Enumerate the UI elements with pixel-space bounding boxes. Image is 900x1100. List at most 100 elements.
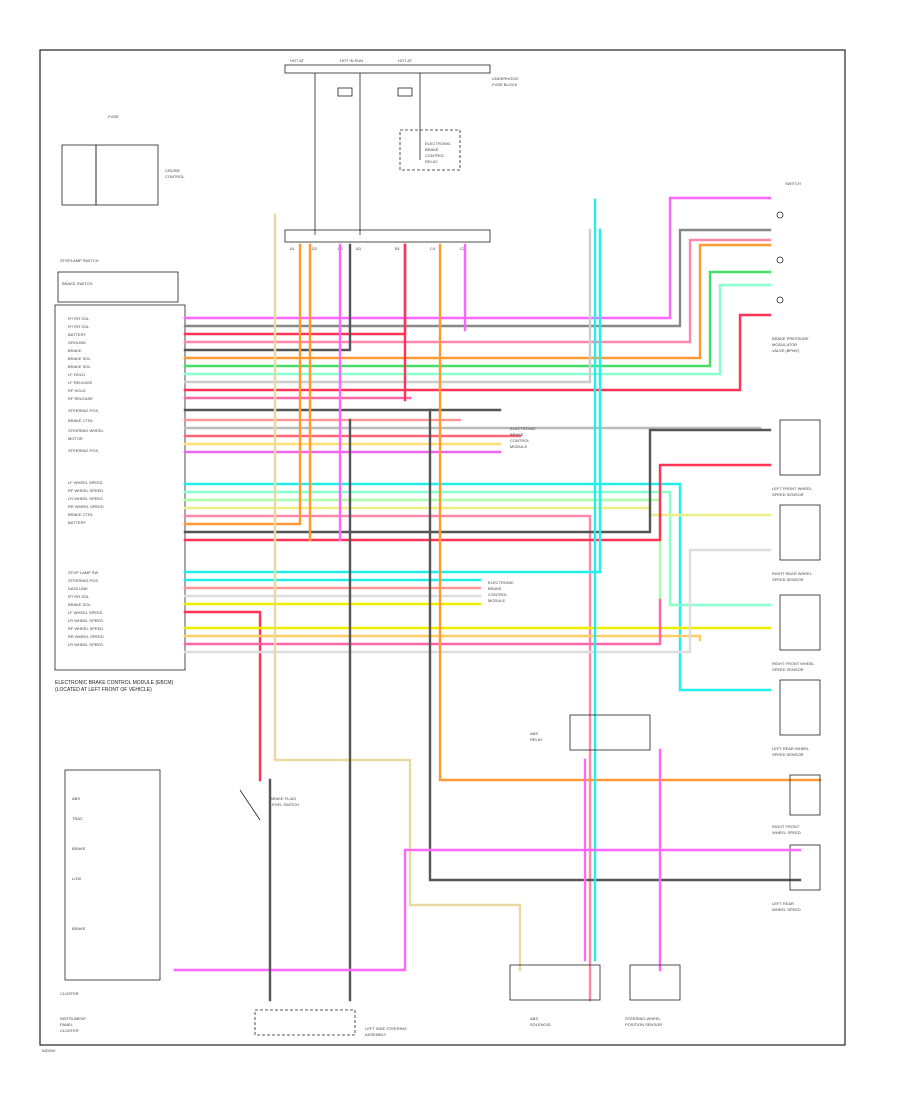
svg-text:UNDERHOOD: UNDERHOOD: [492, 76, 518, 81]
diagram-border: [39, 49, 846, 1046]
svg-text:RIGHT FRONT WHEEL: RIGHT FRONT WHEEL: [772, 661, 815, 666]
svg-text:DATA LINK: DATA LINK: [68, 586, 88, 591]
svg-text:BRAKE: BRAKE: [72, 846, 86, 851]
svg-text:STEERING POS: STEERING POS: [68, 408, 98, 413]
svg-text:BRAKE: BRAKE: [68, 348, 82, 353]
svg-text:ELECTRONIC: ELECTRONIC: [488, 580, 514, 585]
svg-text:INSTRUMENT: INSTRUMENT: [60, 1016, 87, 1021]
svg-text:(LOCATED AT LEFT FRONT OF VEHI: (LOCATED AT LEFT FRONT OF VEHICLE): [55, 687, 152, 693]
svg-text:VALVE (BPMV): VALVE (BPMV): [772, 348, 800, 353]
svg-text:TRAC: TRAC: [72, 816, 83, 821]
svg-text:STEERING WHEEL: STEERING WHEEL: [68, 428, 105, 433]
svg-text:RR WHEEL SPEED: RR WHEEL SPEED: [68, 634, 104, 639]
svg-text:RELAY: RELAY: [425, 159, 438, 164]
sensor-rf2: [779, 679, 821, 736]
svg-text:STOP LAMP SW: STOP LAMP SW: [68, 570, 98, 575]
wheel-speed-sensors: LEFT FRONT WHEEL SPEED SENSOR RIGHT REAR…: [772, 419, 821, 912]
svg-text:LR WHEEL SPEED: LR WHEEL SPEED: [68, 496, 103, 501]
svg-text:BRAKE CTRL: BRAKE CTRL: [68, 512, 94, 517]
svg-text:CONTROL: CONTROL: [425, 153, 445, 158]
svg-text:HOT AT: HOT AT: [290, 58, 305, 63]
svg-text:STEERING POS: STEERING POS: [68, 578, 98, 583]
svg-text:B1: B1: [395, 246, 401, 251]
svg-text:ABS: ABS: [530, 1016, 538, 1021]
svg-text:BRAKE: BRAKE: [425, 147, 439, 152]
svg-text:RF RELEASE: RF RELEASE: [68, 396, 93, 401]
svg-text:LF WHEEL SPEED: LF WHEEL SPEED: [68, 480, 103, 485]
svg-text:FUSE BLOCK: FUSE BLOCK: [492, 82, 518, 87]
svg-text:LR WHEEL SPEED: LR WHEEL SPEED: [68, 642, 103, 647]
svg-text:ELECTRONIC BRAKE CONTROL MODUL: ELECTRONIC BRAKE CONTROL MODULE (EBCM): [55, 680, 173, 686]
svg-text:ELECTRONIC: ELECTRONIC: [510, 426, 536, 431]
instrument-cluster: ABS TRAC BRAKE LOW BRAKE CLUSTER INSTRUM…: [60, 769, 161, 1033]
sensor-lf: [779, 504, 821, 561]
svg-text:ABS: ABS: [530, 731, 538, 736]
ebcm-module: ELECTRONIC BRAKE CONTROL MODULE (EBCM) (…: [54, 304, 186, 693]
svg-text:BATTERY: BATTERY: [68, 332, 86, 337]
sensor-rf: [779, 419, 821, 476]
svg-text:A1: A1: [290, 246, 296, 251]
svg-text:WHEEL SPEED: WHEEL SPEED: [772, 830, 801, 835]
svg-text:RR WHEEL SPEED: RR WHEEL SPEED: [68, 504, 104, 509]
svg-text:MOTOR: MOTOR: [68, 436, 83, 441]
svg-text:MODULE: MODULE: [510, 444, 527, 449]
svg-text:ABS: ABS: [72, 796, 80, 801]
svg-text:BRAKE: BRAKE: [72, 926, 86, 931]
svg-text:GROUND: GROUND: [68, 340, 86, 345]
svg-text:HOT IN RUN: HOT IN RUN: [340, 58, 363, 63]
svg-text:RT RR SOL: RT RR SOL: [68, 594, 90, 599]
svg-text:RF HOLD: RF HOLD: [68, 388, 86, 393]
svg-text:FUSE: FUSE: [108, 114, 119, 119]
svg-text:D2: D2: [312, 246, 318, 251]
svg-text:SOLENOID: SOLENOID: [530, 1022, 551, 1027]
svg-text:CLUSTER: CLUSTER: [60, 991, 79, 996]
svg-text:BRAKE FLUID: BRAKE FLUID: [270, 796, 296, 801]
stoplamp-switch-group: FUSE CRUISE CONTROL STOPLAMP SWITCH BRAK…: [57, 114, 185, 303]
bottom-wires: [173, 758, 802, 1002]
sensor-rf3: [789, 844, 821, 891]
svg-text:CONTROL: CONTROL: [510, 438, 530, 443]
sensor-lr: [789, 774, 821, 816]
svg-text:LEFT REAR WHEEL: LEFT REAR WHEEL: [772, 746, 810, 751]
svg-text:SPEED SENSOR: SPEED SENSOR: [772, 577, 804, 582]
ebcm-wire-group-3: [183, 243, 772, 1002]
svg-text:BRAKE CTRL: BRAKE CTRL: [68, 418, 94, 423]
svg-text:LEFT SIDE STEERING: LEFT SIDE STEERING: [365, 1026, 407, 1031]
svg-text:STEERING WHEEL: STEERING WHEEL: [625, 1016, 662, 1021]
svg-text:HOT AT: HOT AT: [398, 58, 413, 63]
svg-text:STOPLAMP SWITCH: STOPLAMP SWITCH: [60, 258, 99, 263]
brake-fluid-switch: BRAKE FLUID LEVEL SWITCH: [239, 789, 299, 821]
sensor-rr: [779, 594, 821, 651]
svg-text:A3: A3: [356, 246, 362, 251]
svg-text:LEVEL SWITCH: LEVEL SWITCH: [270, 802, 299, 807]
svg-text:RF WHEEL SPEED: RF WHEEL SPEED: [68, 626, 103, 631]
svg-text:SPEED SENSOR: SPEED SENSOR: [772, 667, 804, 672]
svg-text:BRAKE PRESSURE: BRAKE PRESSURE: [772, 336, 809, 341]
svg-text:LOW: LOW: [72, 876, 81, 881]
center-relay: ABS RELAY: [530, 714, 651, 751]
svg-text:WHEEL SPEED: WHEEL SPEED: [772, 907, 801, 912]
svg-text:SPEED SENSOR: SPEED SENSOR: [772, 492, 804, 497]
svg-text:C2: C2: [460, 246, 466, 251]
svg-text:RT RR SOL: RT RR SOL: [68, 324, 90, 329]
svg-text:BRAKE: BRAKE: [488, 586, 502, 591]
svg-text:BATTERY: BATTERY: [68, 520, 86, 525]
svg-text:SPEED SENSOR: SPEED SENSOR: [772, 752, 804, 757]
svg-text:LEFT FRONT WHEEL: LEFT FRONT WHEEL: [772, 486, 813, 491]
svg-text:BRAKE: BRAKE: [510, 432, 524, 437]
svg-text:POSITION SENSOR: POSITION SENSOR: [625, 1022, 662, 1027]
svg-text:MODULE: MODULE: [488, 598, 505, 603]
svg-text:BRAKE SOL: BRAKE SOL: [68, 602, 91, 607]
svg-text:RIGHT FRONT: RIGHT FRONT: [772, 824, 800, 829]
svg-text:CRUISE: CRUISE: [165, 168, 180, 173]
vertical-wires: [273, 198, 822, 1002]
ebcm-pin-labels: RT RR SOL RT RR SOL BATTERY GROUND BRAKE…: [68, 316, 105, 647]
svg-text:BRAKE SWITCH: BRAKE SWITCH: [62, 281, 93, 286]
svg-text:RT RR SOL: RT RR SOL: [68, 316, 90, 321]
svg-text:CONTROL: CONTROL: [165, 174, 185, 179]
ebcm-wire-group-2: ELECTRONIC BRAKE CONTROL MODULE: [183, 408, 762, 454]
ebcm-wire-group-4: ELECTRONIC BRAKE CONTROL MODULE: [183, 228, 772, 782]
svg-text:BRAKE SOL: BRAKE SOL: [68, 356, 91, 361]
svg-text:CONTROL: CONTROL: [488, 592, 508, 597]
